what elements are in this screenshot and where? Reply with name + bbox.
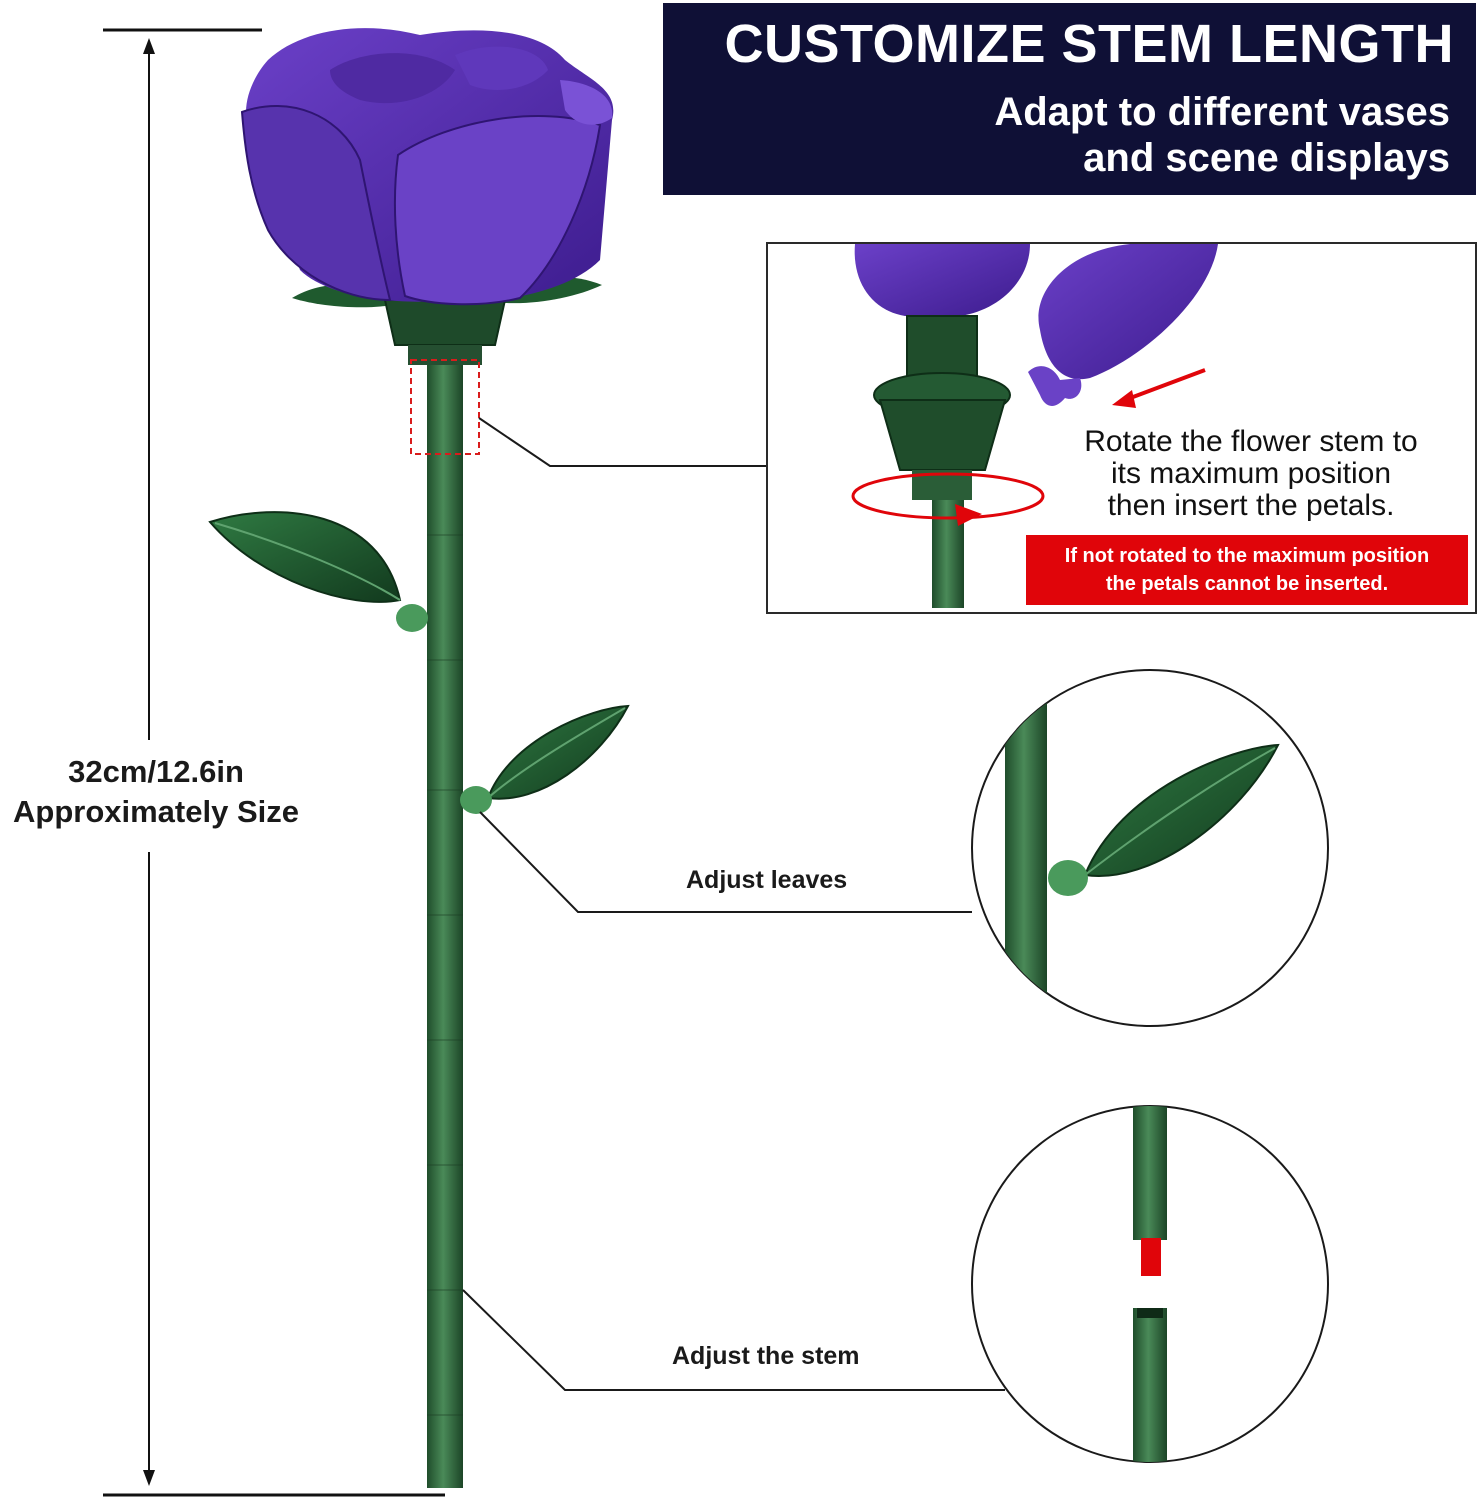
warning-line2: the petals cannot be inserted. xyxy=(1105,573,1389,595)
stem-joint-highlight xyxy=(410,359,480,455)
warning-line1: If not rotated to the maximum position xyxy=(1064,545,1430,567)
rotate-detail-box xyxy=(766,242,1477,614)
rotate-instructions-line2: its maximum position xyxy=(1110,457,1392,490)
size-label-line1: 32cm/12.6in xyxy=(68,754,244,789)
detail-illustration xyxy=(851,244,1218,608)
leader-lines xyxy=(462,417,1005,1391)
dimension-line xyxy=(103,28,445,1497)
header-banner: CUSTOMIZE STEM LENGTH Adapt to different… xyxy=(663,3,1476,195)
size-label-line2: Approximately Size xyxy=(13,794,299,829)
rose-bloom xyxy=(240,28,614,306)
size-label: 32cm/12.6in Approximately Size xyxy=(0,752,312,832)
adjust-stem-label: Adjust the stem xyxy=(672,1342,860,1370)
header-title: CUSTOMIZE STEM LENGTH xyxy=(724,14,1454,74)
rose-stem xyxy=(427,360,463,1488)
upper-leaf xyxy=(208,511,428,632)
lower-leaf xyxy=(460,704,630,814)
stem-detail-art xyxy=(1133,1106,1167,1462)
header-subtitle-line2: and scene displays xyxy=(1083,136,1450,180)
rotate-instructions: Rotate the flower stem to its maximum po… xyxy=(1046,426,1456,522)
warning-banner: If not rotated to the maximum position t… xyxy=(1026,535,1468,605)
rotate-instructions-line3: then insert the petals. xyxy=(1107,489,1395,522)
header-subtitle: Adapt to different vases and scene displ… xyxy=(994,89,1450,181)
adjust-leaves-label: Adjust leaves xyxy=(686,866,848,894)
header-subtitle-line1: Adapt to different vases xyxy=(994,90,1450,134)
rotate-instructions-line1: Rotate the flower stem to xyxy=(1084,425,1418,458)
